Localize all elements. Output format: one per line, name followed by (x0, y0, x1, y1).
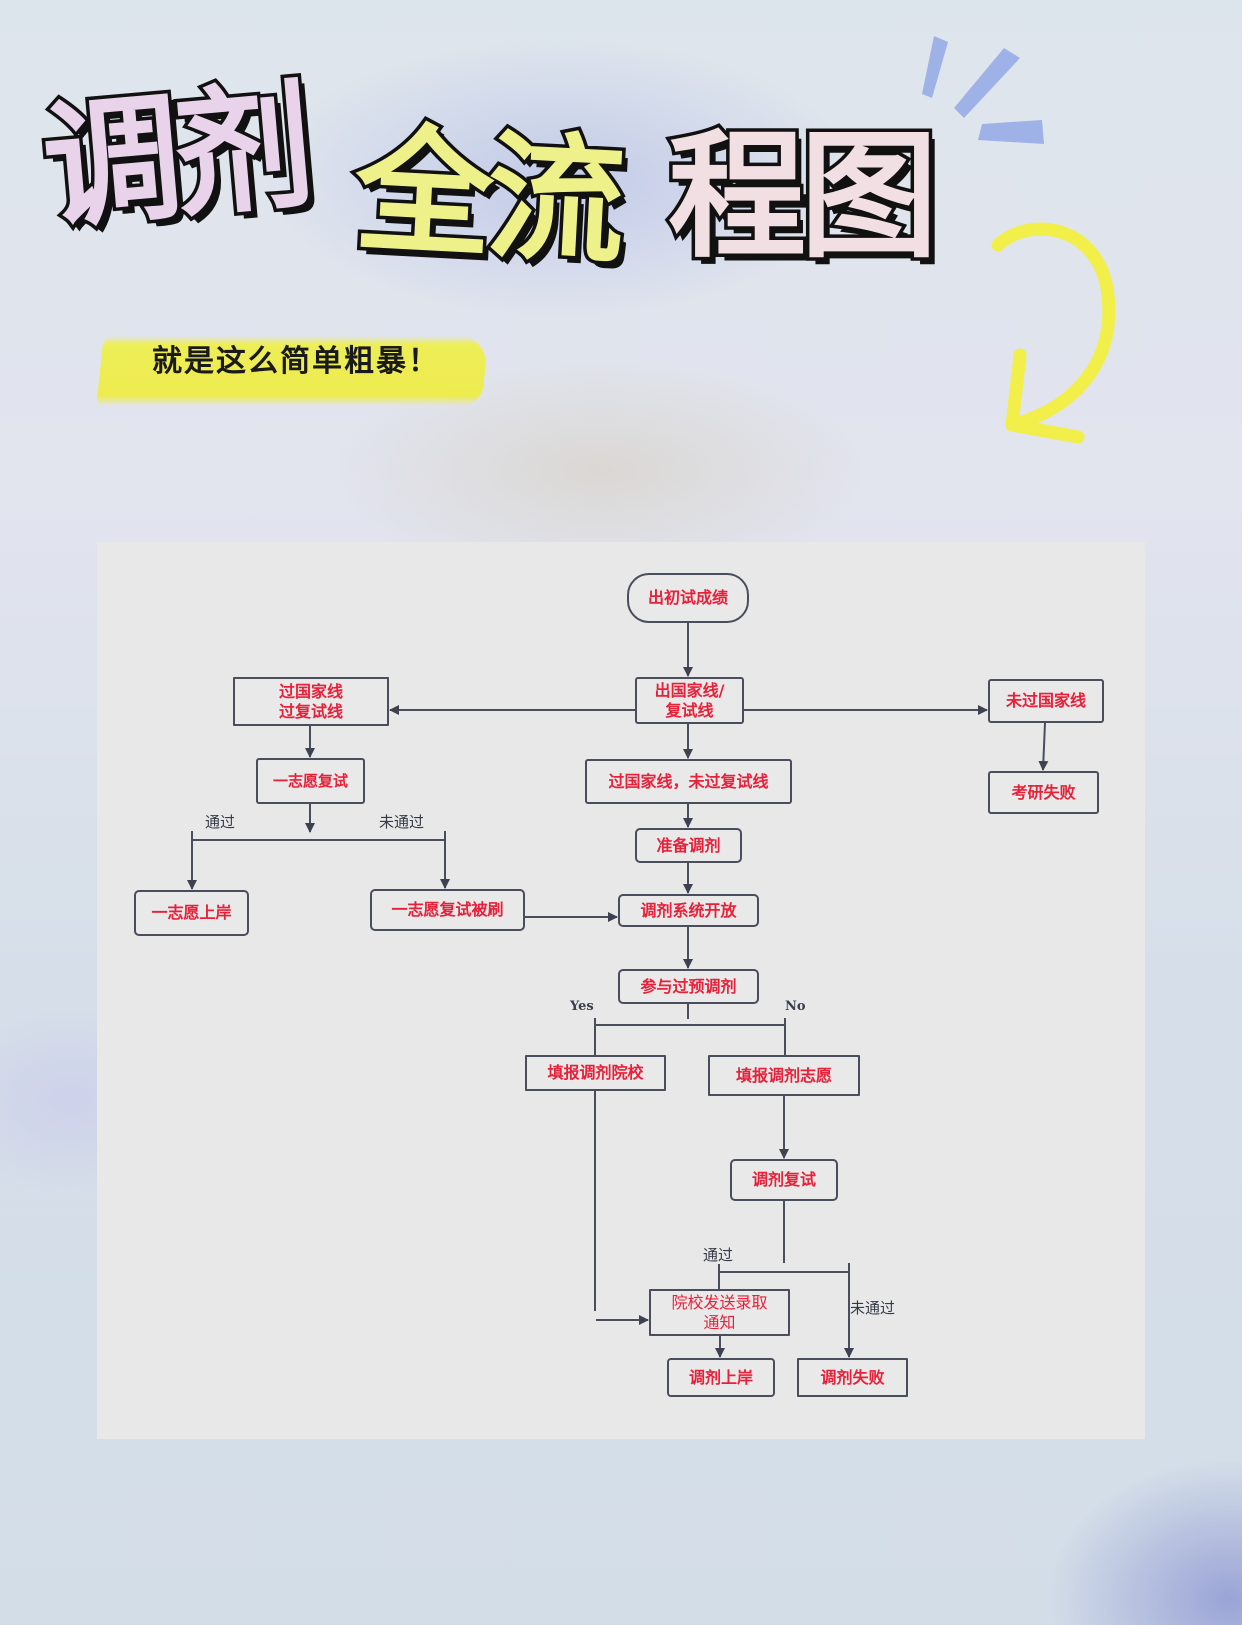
node-first-choice-rejected: 一志愿复试被刷 (370, 889, 525, 931)
edge-label-adj-fail: 未通过 (850, 1299, 896, 1317)
title-part-2: 全流 (347, 106, 626, 288)
title-part-3: 程图 (664, 116, 941, 277)
node-adjustment-failed: 调剂失败 (797, 1358, 908, 1397)
edge-label-retest-fail: 未通过 (379, 813, 425, 831)
node-fill-preferences: 填报调剂志愿 (708, 1055, 860, 1096)
node-pre-adjustment: 参与过预调剂 (618, 969, 759, 1004)
node-start: 出初试成绩 (627, 573, 749, 623)
title-part-1: 调剂 (33, 62, 317, 252)
subtitle: 就是这么简单粗暴！ (152, 344, 440, 379)
node-exam-failed: 考研失败 (988, 771, 1099, 814)
blue-spark-lines-icon (922, 36, 1044, 144)
edge-label-pre-yes: Yes (570, 999, 594, 1014)
edge-label-adj-pass: 通过 (703, 1246, 734, 1264)
node-prepare-adjustment: 准备调剂 (635, 828, 742, 863)
node-fail-national: 未过国家线 (988, 679, 1104, 723)
node-adjustment-retest: 调剂复试 (730, 1159, 838, 1201)
subtitle-banner: 就是这么简单粗暴！ (96, 330, 490, 410)
node-adjustment-success: 调剂上岸 (667, 1358, 775, 1397)
edge-label-pre-no: No (785, 999, 806, 1014)
node-system-open: 调剂系统开放 (618, 894, 759, 927)
node-first-choice-admitted: 一志愿上岸 (134, 890, 249, 936)
yellow-curved-arrow-icon (991, 222, 1116, 444)
node-first-choice-retest: 一志愿复试 (256, 758, 365, 804)
node-line-result: 出国家线/ 复试线 (635, 677, 744, 724)
node-fill-schools: 填报调剂院校 (525, 1055, 666, 1091)
edge-label-retest-pass: 通过 (205, 813, 236, 831)
node-pass-national-fail-retest: 过国家线，未过复试线 (585, 759, 792, 804)
node-pass-both: 过国家线 过复试线 (233, 677, 389, 726)
node-admission-notice: 院校发送录取 通知 (649, 1289, 790, 1336)
